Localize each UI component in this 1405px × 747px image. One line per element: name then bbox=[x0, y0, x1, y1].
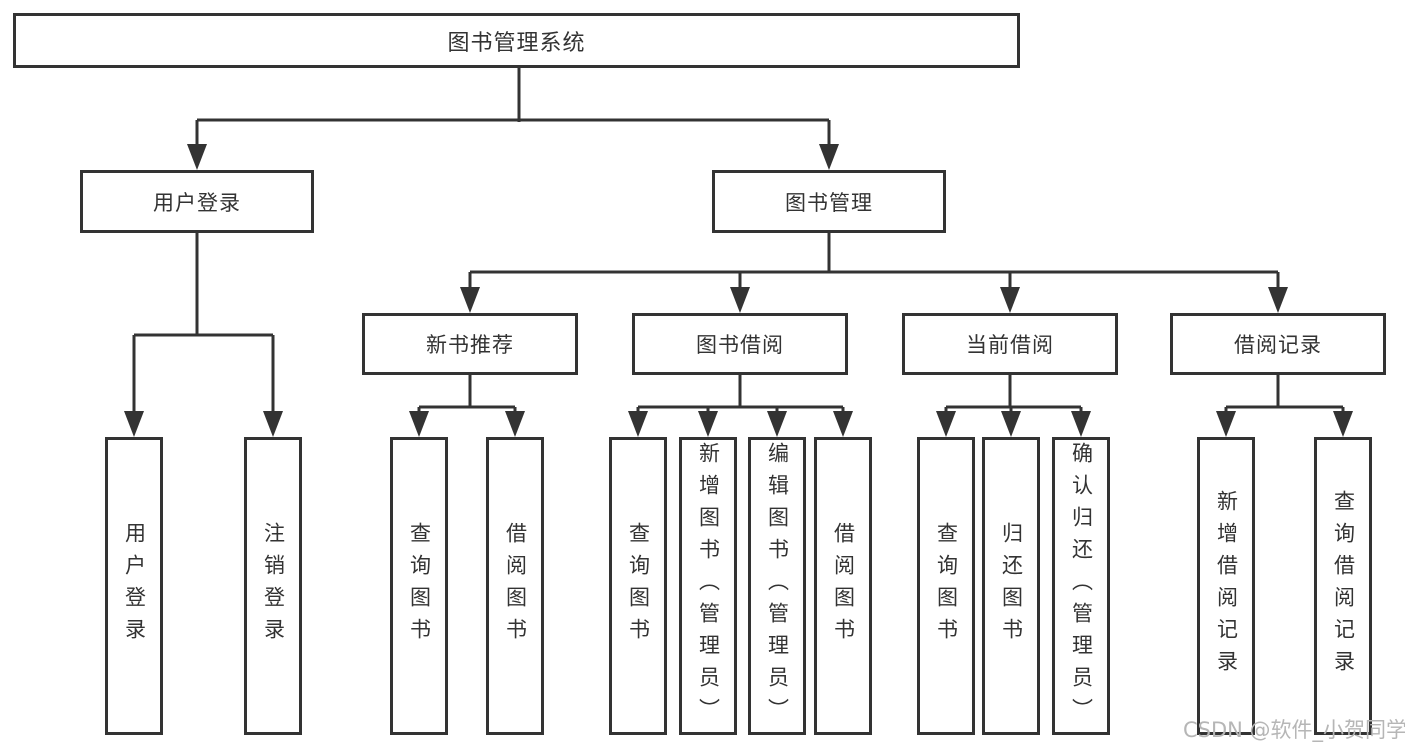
node-book-management: 图书管理 bbox=[712, 170, 946, 233]
node-leaf-logout: 注销登录 bbox=[244, 437, 302, 735]
node-leaf-borrow-books-recommend: 借阅图书 bbox=[486, 437, 544, 735]
node-leaf-edit-books-admin: 编辑图书（管理员） bbox=[748, 437, 806, 735]
node-leaf-confirm-return-admin: 确认归还（管理员） bbox=[1052, 437, 1110, 735]
node-leaf-add-books-admin: 新增图书（管理员） bbox=[679, 437, 737, 735]
node-user-login: 用户登录 bbox=[80, 170, 314, 233]
node-new-book-recommend: 新书推荐 bbox=[362, 313, 578, 375]
node-leaf-query-borrow-record: 查询借阅记录 bbox=[1314, 437, 1372, 735]
node-leaf-borrow-books-borrowing: 借阅图书 bbox=[814, 437, 872, 735]
node-current-borrowing: 当前借阅 bbox=[902, 313, 1118, 375]
watermark: CSDN @软件_小贺同学 bbox=[1183, 718, 1405, 742]
node-leaf-query-books-borrowing: 查询图书 bbox=[609, 437, 667, 735]
node-leaf-query-books-current: 查询图书 bbox=[917, 437, 975, 735]
node-root: 图书管理系统 bbox=[13, 13, 1020, 68]
node-leaf-query-books-recommend: 查询图书 bbox=[390, 437, 448, 735]
node-borrow-records: 借阅记录 bbox=[1170, 313, 1386, 375]
node-leaf-return-books: 归还图书 bbox=[982, 437, 1040, 735]
node-leaf-add-borrow-record: 新增借阅记录 bbox=[1197, 437, 1255, 735]
node-book-borrowing: 图书借阅 bbox=[632, 313, 848, 375]
node-leaf-user-login: 用户登录 bbox=[105, 437, 163, 735]
